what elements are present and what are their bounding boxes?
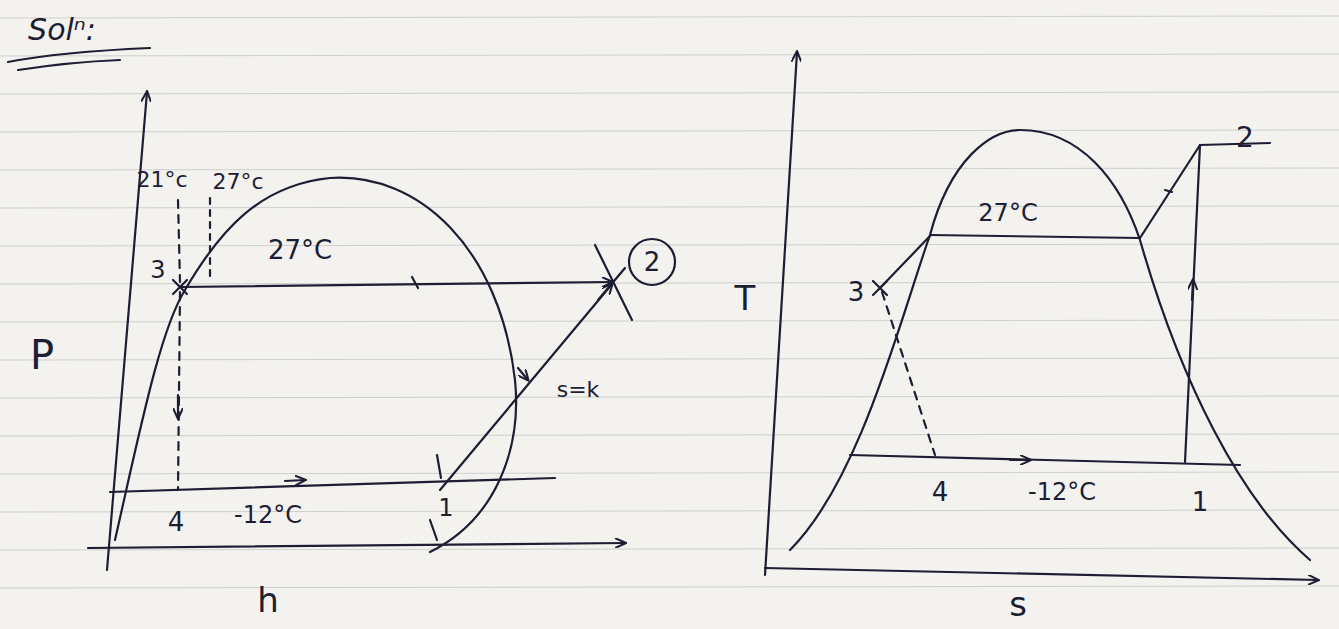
point-label: 4 [932,479,949,505]
state-circle: 2 [627,237,677,287]
point-label: h [257,583,279,617]
point-label: -12°C [1028,480,1096,504]
point-label: P [30,335,54,375]
point-label: 21°c [136,169,187,191]
state-number-text: 2 [644,247,661,277]
point-label: 3 [848,279,865,305]
point-label: 27°C [978,201,1037,225]
ink [8,48,1318,580]
point-label: 3 [150,258,165,282]
point-label: 1 [1192,489,1209,515]
point-label: 1 [438,496,453,520]
point-label: 27°C [268,237,332,263]
point-label: 4 [168,509,185,535]
ruled-lines [0,16,1339,588]
point-label: -12°C [234,503,302,527]
state-number: 2 [627,237,677,287]
point-label: 2 [1236,124,1254,152]
point-label: T [735,281,756,315]
solution-heading: Solⁿ: [28,15,96,45]
point-label: s [1009,587,1027,621]
point-label: s=k [557,379,600,401]
point-label: 27°c [212,171,263,193]
